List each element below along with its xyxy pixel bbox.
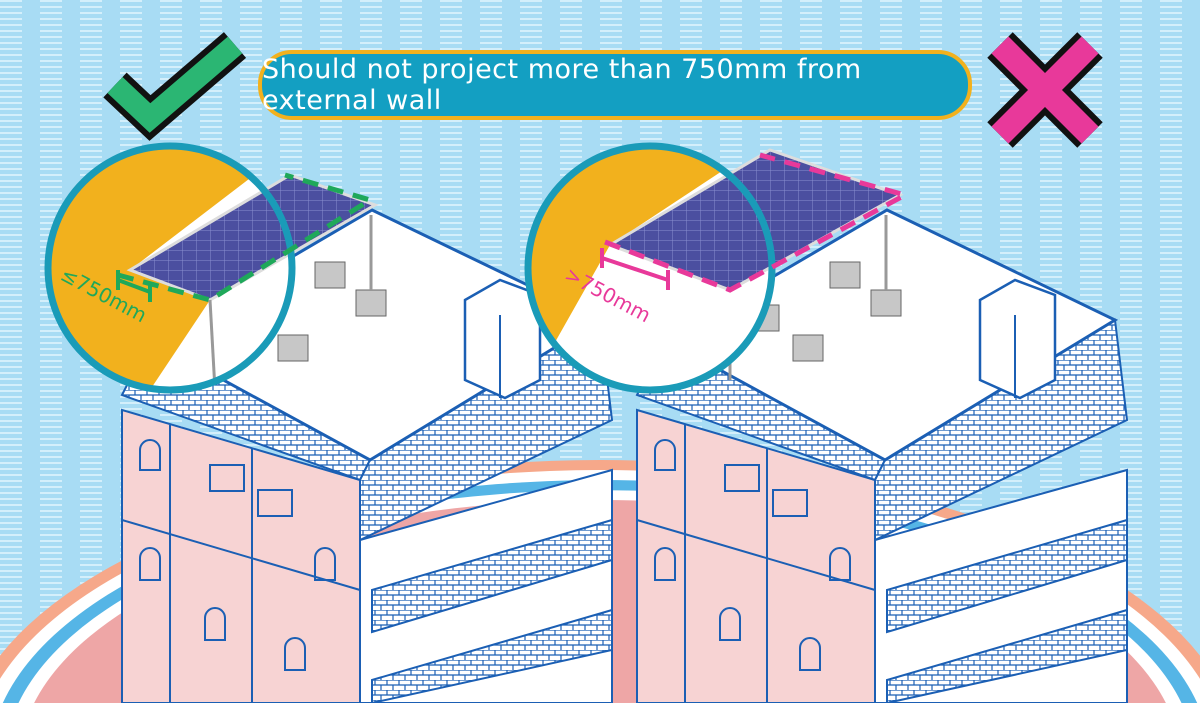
check-icon	[103, 32, 247, 141]
magnifier-noncompliant	[524, 142, 912, 394]
rule-banner: Should not project more than 750mm from …	[258, 50, 972, 120]
cross-icon	[987, 32, 1103, 148]
magnifier-compliant	[44, 142, 377, 394]
